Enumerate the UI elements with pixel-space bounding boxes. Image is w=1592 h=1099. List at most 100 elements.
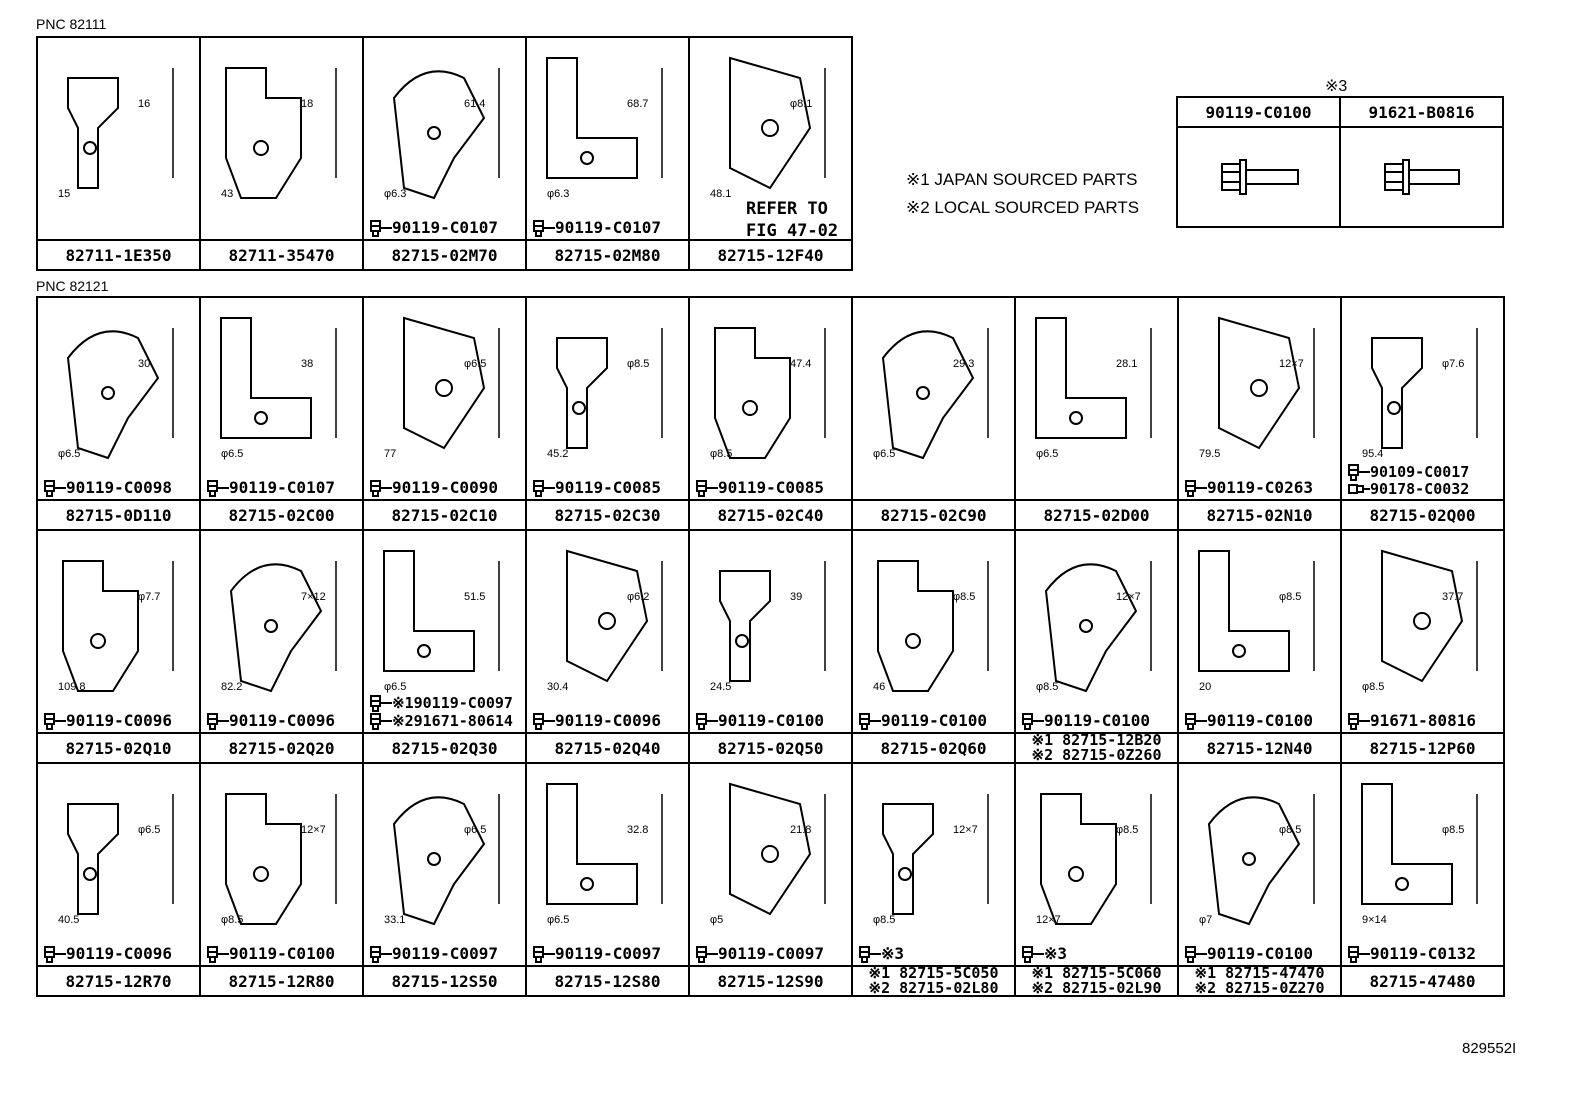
dimension-label: 47.4 bbox=[790, 358, 812, 370]
bracket-drawing bbox=[566, 549, 663, 683]
bracket-outline bbox=[877, 560, 954, 692]
bracket-drawing bbox=[225, 67, 337, 199]
flange-bolt-icon bbox=[1384, 159, 1460, 195]
bracket-outline bbox=[1361, 783, 1453, 905]
bolt-icon bbox=[533, 713, 555, 730]
bolt-icon bbox=[370, 695, 392, 712]
dimension-label: φ6.3 bbox=[384, 188, 407, 200]
bracket-drawing bbox=[1381, 549, 1478, 683]
bracket-outline bbox=[1035, 317, 1127, 439]
bolt-callout: ※3 bbox=[1022, 945, 1067, 963]
dimension-label: φ8.5 bbox=[1442, 824, 1465, 836]
dimension-label: φ7 bbox=[1199, 914, 1213, 926]
bolt-icon bbox=[1022, 946, 1044, 963]
bolt-part-number: 90119-C0100 bbox=[718, 711, 824, 730]
part-number: 82715-02N10 bbox=[1179, 499, 1340, 529]
part-number: 82715-02M70 bbox=[364, 239, 525, 269]
bolt-part-number: 90119-C0100 bbox=[229, 944, 335, 963]
part-number: 82715-02C00 bbox=[201, 499, 362, 529]
part-number-primary: 82715-02N10 bbox=[1206, 505, 1313, 525]
bracket-drawing bbox=[392, 794, 500, 926]
bracket-drawing bbox=[1218, 316, 1315, 450]
dimension-label: φ8.5 bbox=[1362, 681, 1385, 693]
bolt-icon bbox=[44, 480, 66, 497]
part-number-primary: 82715-02C90 bbox=[880, 505, 987, 525]
dimension-label: φ6.5 bbox=[138, 824, 161, 836]
part-number: ※1 82715-5C050※2 82715-02L80 bbox=[853, 965, 1014, 996]
dimension-label: φ7.7 bbox=[138, 591, 161, 603]
part-number: 82715-02C90 bbox=[853, 499, 1014, 529]
dimension-label: 18 bbox=[301, 98, 314, 110]
part-number: ※1 82715-12B20※2 82715-0Z260 bbox=[1016, 732, 1177, 763]
bolt-callout: 90119-C0097 bbox=[696, 945, 824, 963]
legend-japan: ※1 JAPAN SOURCED PARTS bbox=[906, 170, 1138, 189]
dimension-label: 37.7 bbox=[1442, 591, 1464, 603]
bracket-outline bbox=[1371, 337, 1423, 449]
dimension-label: φ8.5 bbox=[953, 591, 976, 603]
bracket-outline bbox=[1198, 550, 1290, 672]
dimension-label: 109.8 bbox=[58, 681, 86, 693]
bracket-outline bbox=[225, 67, 302, 199]
part-number: 82711-35470 bbox=[201, 239, 362, 269]
dimension-label: φ8.5 bbox=[221, 914, 244, 926]
part-number: 82715-02Q30 bbox=[364, 732, 525, 762]
bracket-outline bbox=[1207, 796, 1301, 926]
bolt-callout: 90119-C0090 bbox=[370, 479, 498, 497]
bolt-icon bbox=[859, 946, 881, 963]
part-number-secondary: ※2 82715-0Z270 bbox=[1194, 979, 1325, 997]
part-number-primary: 82715-12P60 bbox=[1369, 738, 1476, 758]
dimension-label: 38 bbox=[301, 358, 314, 370]
dimension-label: φ6.5 bbox=[547, 914, 570, 926]
bolt-part-number: 90119-C0096 bbox=[66, 944, 172, 963]
dimension-label: φ6.5 bbox=[873, 448, 896, 460]
dimension-label: 24.5 bbox=[710, 681, 732, 693]
dimension-label: 45.2 bbox=[547, 448, 569, 460]
bolt-icon bbox=[859, 713, 881, 730]
bracket-drawing bbox=[225, 793, 337, 925]
part-number-primary: 82715-12F40 bbox=[717, 245, 824, 265]
dimension-label: 68.7 bbox=[627, 98, 649, 110]
part-number-primary: ※1 82715-47470 bbox=[1194, 964, 1325, 982]
bolt-part-number: 90119-C0096 bbox=[555, 711, 661, 730]
section-label-82121: PNC 82121 bbox=[36, 278, 109, 294]
bolt-part-number: 90119-C0097 bbox=[392, 944, 498, 963]
bracket-outline bbox=[62, 560, 139, 692]
bolt-icon bbox=[1348, 713, 1370, 730]
bracket-outline bbox=[729, 782, 812, 916]
bolt-callout: 90119-C0097 bbox=[370, 945, 498, 963]
bolt-callout: 91671-80816 bbox=[1348, 712, 1476, 730]
dimension-label: 77 bbox=[384, 448, 397, 460]
part-number: 82711-1E350 bbox=[38, 239, 199, 269]
bolt-callout: 90119-C0100 bbox=[1022, 712, 1150, 730]
part-number-primary: 82715-12S90 bbox=[717, 971, 824, 991]
bolt-icon bbox=[370, 713, 392, 730]
part-number: 82715-47480 bbox=[1342, 965, 1503, 995]
bracket-drawing bbox=[392, 68, 500, 200]
bracket-outline bbox=[66, 330, 160, 460]
bolt-callout: 90119-C0100 bbox=[1185, 945, 1313, 963]
part-number: 82715-12F40 bbox=[690, 239, 851, 269]
dimension-label: φ6.3 bbox=[547, 188, 570, 200]
part-number-primary: 82715-02Q30 bbox=[391, 738, 498, 758]
part-number: 82715-02Q10 bbox=[38, 732, 199, 762]
bracket-drawing bbox=[729, 782, 826, 916]
bolt-callout: ※3 bbox=[859, 945, 904, 963]
bracket-drawing bbox=[882, 794, 989, 915]
dimension-label: 33.1 bbox=[384, 914, 406, 926]
note3-part: 90119-C0100 bbox=[1178, 98, 1339, 128]
dimension-label: 46 bbox=[873, 681, 886, 693]
bracket-outline bbox=[1218, 316, 1301, 450]
part-number-primary: 82715-02Q00 bbox=[1369, 505, 1476, 525]
bolt-callout: 90119-C0100 bbox=[859, 712, 987, 730]
dimension-label: φ8.1 bbox=[790, 98, 813, 110]
bolt-icon bbox=[207, 713, 229, 730]
part-number: 82715-02M80 bbox=[527, 239, 688, 269]
bolt-callout: 90119-C0096 bbox=[44, 712, 172, 730]
